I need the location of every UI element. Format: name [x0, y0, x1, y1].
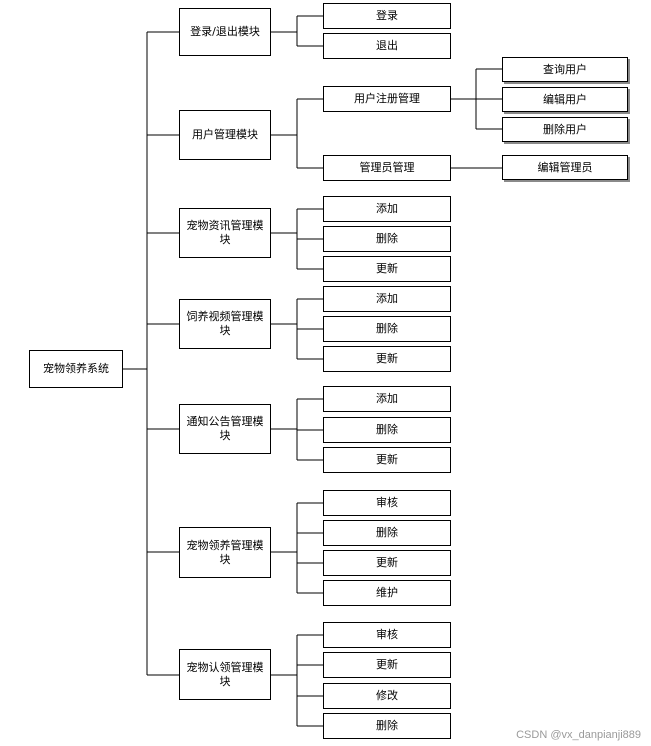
node-label: 添加: [376, 392, 398, 405]
node-module-feeding-video: 饲养视频管理模块: [179, 299, 271, 349]
node-label: 更新: [376, 658, 398, 671]
node-label: 用户注册管理: [354, 92, 420, 105]
node-label: 退出: [376, 39, 398, 52]
node-label: 通知公告管理模块: [186, 415, 264, 442]
node-module-claim: 宠物认领管理模块: [179, 649, 271, 700]
node-leaf: 编辑管理员: [502, 155, 628, 180]
node-label: 修改: [376, 689, 398, 702]
node-label: 饲养视频管理模块: [186, 310, 264, 337]
node-leaf: 更新: [323, 346, 451, 372]
node-label: 更新: [376, 352, 398, 365]
node-label: 宠物认领管理模块: [186, 660, 264, 688]
node-leaf: 删除用户: [502, 117, 628, 142]
node-label: 删除: [376, 526, 398, 539]
watermark: CSDN @vx_danpianji889: [516, 729, 641, 741]
node-label: 删除: [376, 322, 398, 335]
node-label: 编辑管理员: [537, 160, 593, 174]
node-leaf: 更新: [323, 256, 451, 282]
node-label: 宠物资讯管理模块: [186, 219, 264, 246]
node-leaf: 更新: [323, 447, 451, 473]
node-leaf: 添加: [323, 286, 451, 312]
node-leaf: 添加: [323, 386, 451, 412]
node-module-pet-news: 宠物资讯管理模块: [179, 208, 271, 258]
node-label: 添加: [376, 292, 398, 305]
node-label: 审核: [376, 496, 398, 509]
node-label: 宠物领养管理模块: [186, 538, 264, 566]
node-leaf: 删除: [323, 520, 451, 546]
node-module-login: 登录/退出模块: [179, 8, 271, 56]
node-label: 更新: [376, 556, 398, 569]
node-module-user: 用户管理模块: [179, 110, 271, 160]
node-label: 用户管理模块: [192, 128, 258, 141]
node-label: 删除: [376, 423, 398, 436]
node-leaf: 编辑用户: [502, 87, 628, 112]
node-leaf: 删除: [323, 226, 451, 252]
node-label: 编辑用户: [543, 92, 587, 106]
node-label: 审核: [376, 628, 398, 641]
node-module-adoption: 宠物领养管理模块: [179, 527, 271, 578]
node-leaf: 审核: [323, 490, 451, 516]
node-label: 添加: [376, 202, 398, 215]
node-leaf: 登录: [323, 3, 451, 29]
node-label: 删除: [376, 232, 398, 245]
node-leaf: 删除: [323, 713, 451, 739]
node-submodule: 管理员管理: [323, 155, 451, 181]
node-leaf: 退出: [323, 33, 451, 59]
node-label: 管理员管理: [359, 161, 415, 174]
node-leaf: 删除: [323, 316, 451, 342]
node-label: 更新: [376, 262, 398, 275]
node-leaf: 添加: [323, 196, 451, 222]
node-label: 查询用户: [543, 62, 587, 76]
node-leaf: 修改: [323, 683, 451, 709]
node-root: 宠物领养系统: [29, 350, 123, 388]
node-label: 维护: [376, 586, 398, 599]
node-module-notice: 通知公告管理模块: [179, 404, 271, 454]
node-leaf: 更新: [323, 652, 451, 678]
node-label: 宠物领养系统: [43, 362, 109, 375]
node-leaf: 维护: [323, 580, 451, 606]
node-label: 登录: [376, 9, 398, 22]
node-leaf: 更新: [323, 550, 451, 576]
node-label: 删除: [376, 719, 398, 732]
node-leaf: 审核: [323, 622, 451, 648]
node-submodule: 用户注册管理: [323, 86, 451, 112]
node-label: 更新: [376, 453, 398, 466]
node-leaf: 查询用户: [502, 57, 628, 82]
node-label: 登录/退出模块: [190, 25, 260, 38]
node-leaf: 删除: [323, 417, 451, 443]
node-label: 删除用户: [543, 122, 587, 136]
